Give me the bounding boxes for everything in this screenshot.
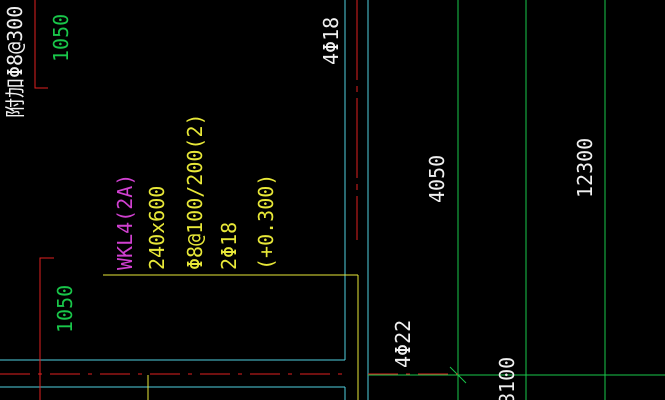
beam-top-bars-label: 2Φ18 [217, 222, 241, 270]
dimension-tick [449, 366, 467, 384]
dim-8100-label: 8100 [495, 357, 519, 400]
beam-elevation-label: (+0.300) [254, 174, 278, 270]
green-lines [368, 0, 665, 400]
rebar-label-top-right: 4Φ18 [319, 17, 343, 65]
yellow-lines [103, 274, 359, 400]
left-top-note: 附加Φ8@300 [3, 6, 27, 118]
dim-1050-top: 1050 [49, 14, 73, 62]
red-lines [0, 0, 458, 400]
dim-4050-label: 4050 [425, 155, 449, 203]
beam-id-label: WKL4(2A) [113, 174, 137, 270]
cyan-lines [0, 0, 369, 400]
red-bracket-bottom [39, 257, 54, 400]
rebar-label-bottom: 4Φ22 [391, 320, 415, 368]
dim-12300-label: 12300 [573, 138, 597, 198]
beam-stirrup-label: Φ8@100/200(2) [183, 113, 207, 270]
beam-size-label: 240x600 [145, 186, 169, 270]
dim-1050-bottom: 1050 [53, 285, 77, 333]
red-bracket-top [34, 0, 48, 89]
